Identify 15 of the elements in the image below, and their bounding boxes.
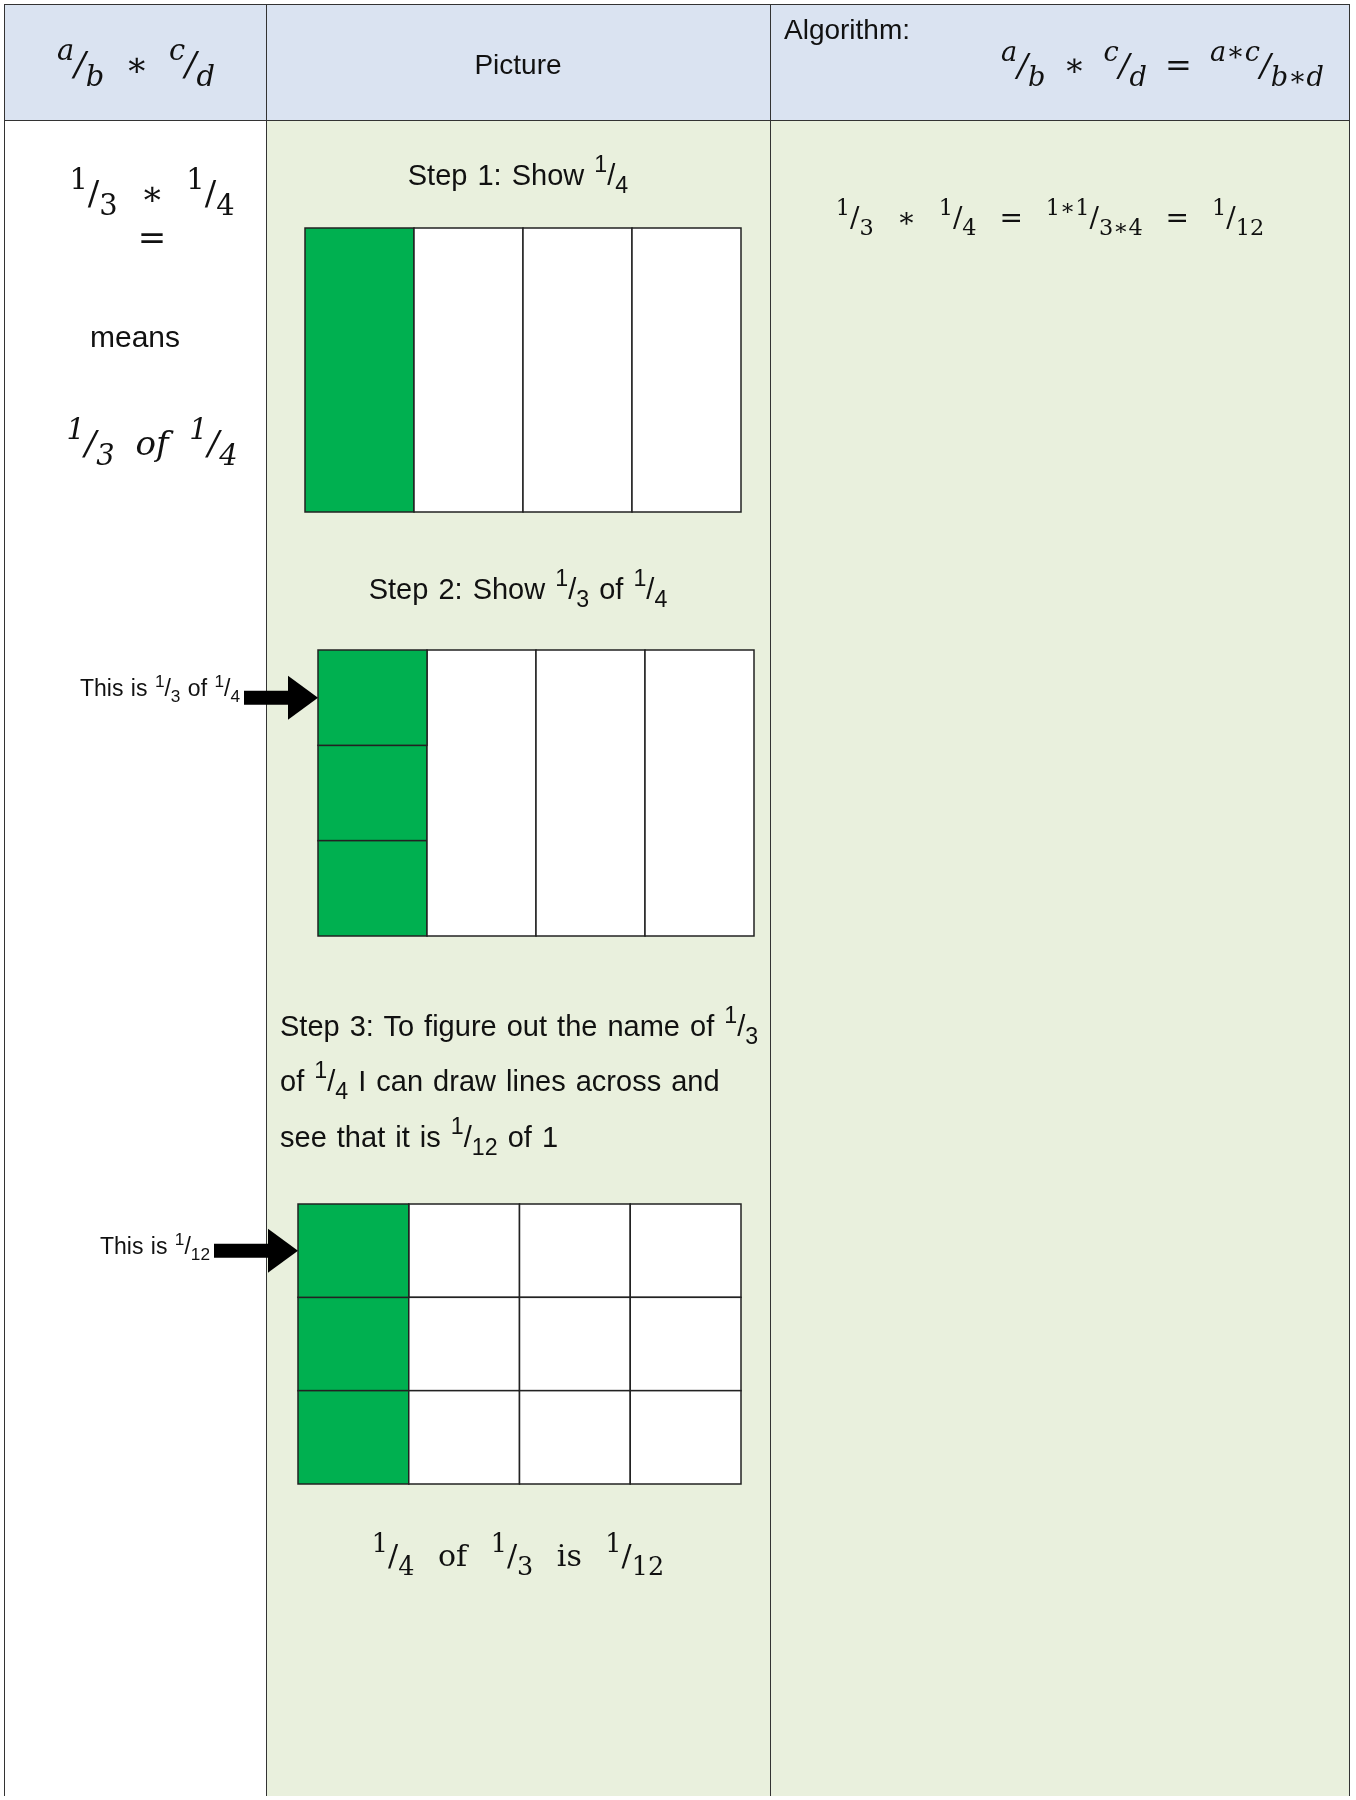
math-expression: $^{a}$/$_{b}$ ∗ $^{c}$/$_{d}$ xyxy=(56,41,216,87)
shaded-part xyxy=(297,1203,410,1299)
math-expression: $^{a}$/$_{b}$ ∗ $^{c}$/$_{d}$ = $^{a∗c}$/$_{b∗d}$ xyxy=(1000,45,1325,87)
step-text: Step 2: Show $^{1}$/$_{3}$ of $^{1}$/$_{4}$ xyxy=(368,571,668,609)
block-arrow xyxy=(244,675,318,720)
column-heading: Algorithm: xyxy=(784,12,911,47)
block-arrow xyxy=(214,1228,298,1273)
shaded-part xyxy=(317,649,428,747)
step-text: means xyxy=(89,318,180,355)
column-heading: Picture xyxy=(474,47,562,82)
math-expression: $^{1}$/$_{3}$ ∗ $^{1}$/$_{4}$ = $^{1∗1}$/$_{3∗4}$ = $^{1}$/$_{12}$ xyxy=(835,199,1265,237)
step-text: Step 1: Show $^{1}$/$_{4}$ xyxy=(407,157,629,195)
callout-text: This is $^{1}$/$_{12}$ xyxy=(100,1232,210,1262)
callout-text: This is $^{1}$/$_{3}$ of $^{1}$/$_{4}$ xyxy=(80,674,240,704)
step-text: Step 3: To figure out the name of $^{1}$/$_{3}$ of $^{1}$/$_{4}$ I can draw lines across and see that it is $^{1}$/$_{12}$ of 1 xyxy=(280,1001,760,1162)
